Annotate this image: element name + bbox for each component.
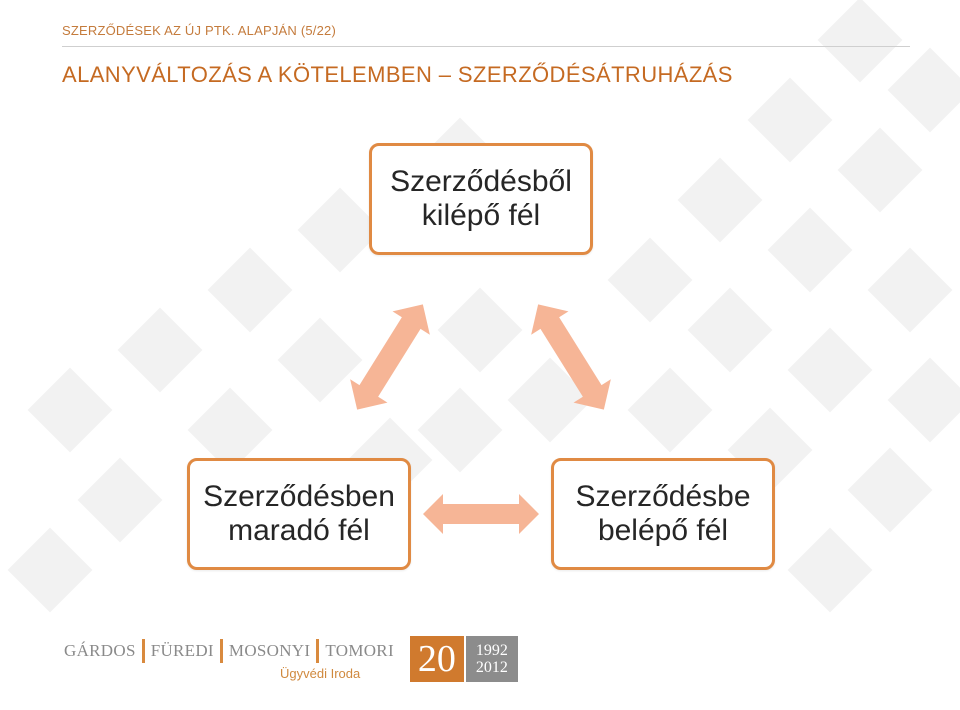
party-remaining-box: Szerződésben maradó fél [187, 458, 411, 570]
logo-year-end: 2012 [475, 659, 508, 676]
party-entering-box: Szerződésbe belépő fél [551, 458, 775, 570]
slide-title: ALANYVÁLTOZÁS A KÖTELEMBEN – SZERZŐDÉSÁT… [62, 62, 733, 87]
firm-logo: GÁRDOS FÜREDI MOSONYI TOMORI Ügyvédi Iro… [58, 636, 518, 684]
logo-years-badge: 1992 2012 [465, 636, 518, 682]
logo-name-gardos: GÁRDOS [64, 641, 136, 660]
arrow-top-left [350, 304, 430, 410]
logo-names: GÁRDOS FÜREDI MOSONYI TOMORI Ügyvédi Iro… [58, 636, 400, 684]
logo-separator [219, 639, 223, 663]
logo-separator [141, 639, 145, 663]
slide-header-text: SZERZŐDÉSEK AZ ÚJ PTK. ALAPJÁN (5/22) [62, 23, 336, 38]
logo-year-start: 1992 [475, 642, 508, 659]
arrow-bottom [423, 494, 539, 534]
logo-name-furedi: FÜREDI [150, 641, 214, 660]
slide-header: SZERZŐDÉSEK AZ ÚJ PTK. ALAPJÁN (5/22) [62, 22, 910, 47]
party-exiting-box: Szerződésből kilépő fél [369, 143, 593, 255]
logo-name-tomori: TOMORI [325, 641, 394, 660]
logo-anniversary-badge: 20 [409, 636, 464, 682]
logo-name-mosonyi: MOSONYI [228, 641, 311, 660]
arrow-top-right [531, 304, 611, 410]
logo-subtitle: Ügyvédi Iroda [280, 666, 361, 681]
logo-separator [316, 639, 320, 663]
